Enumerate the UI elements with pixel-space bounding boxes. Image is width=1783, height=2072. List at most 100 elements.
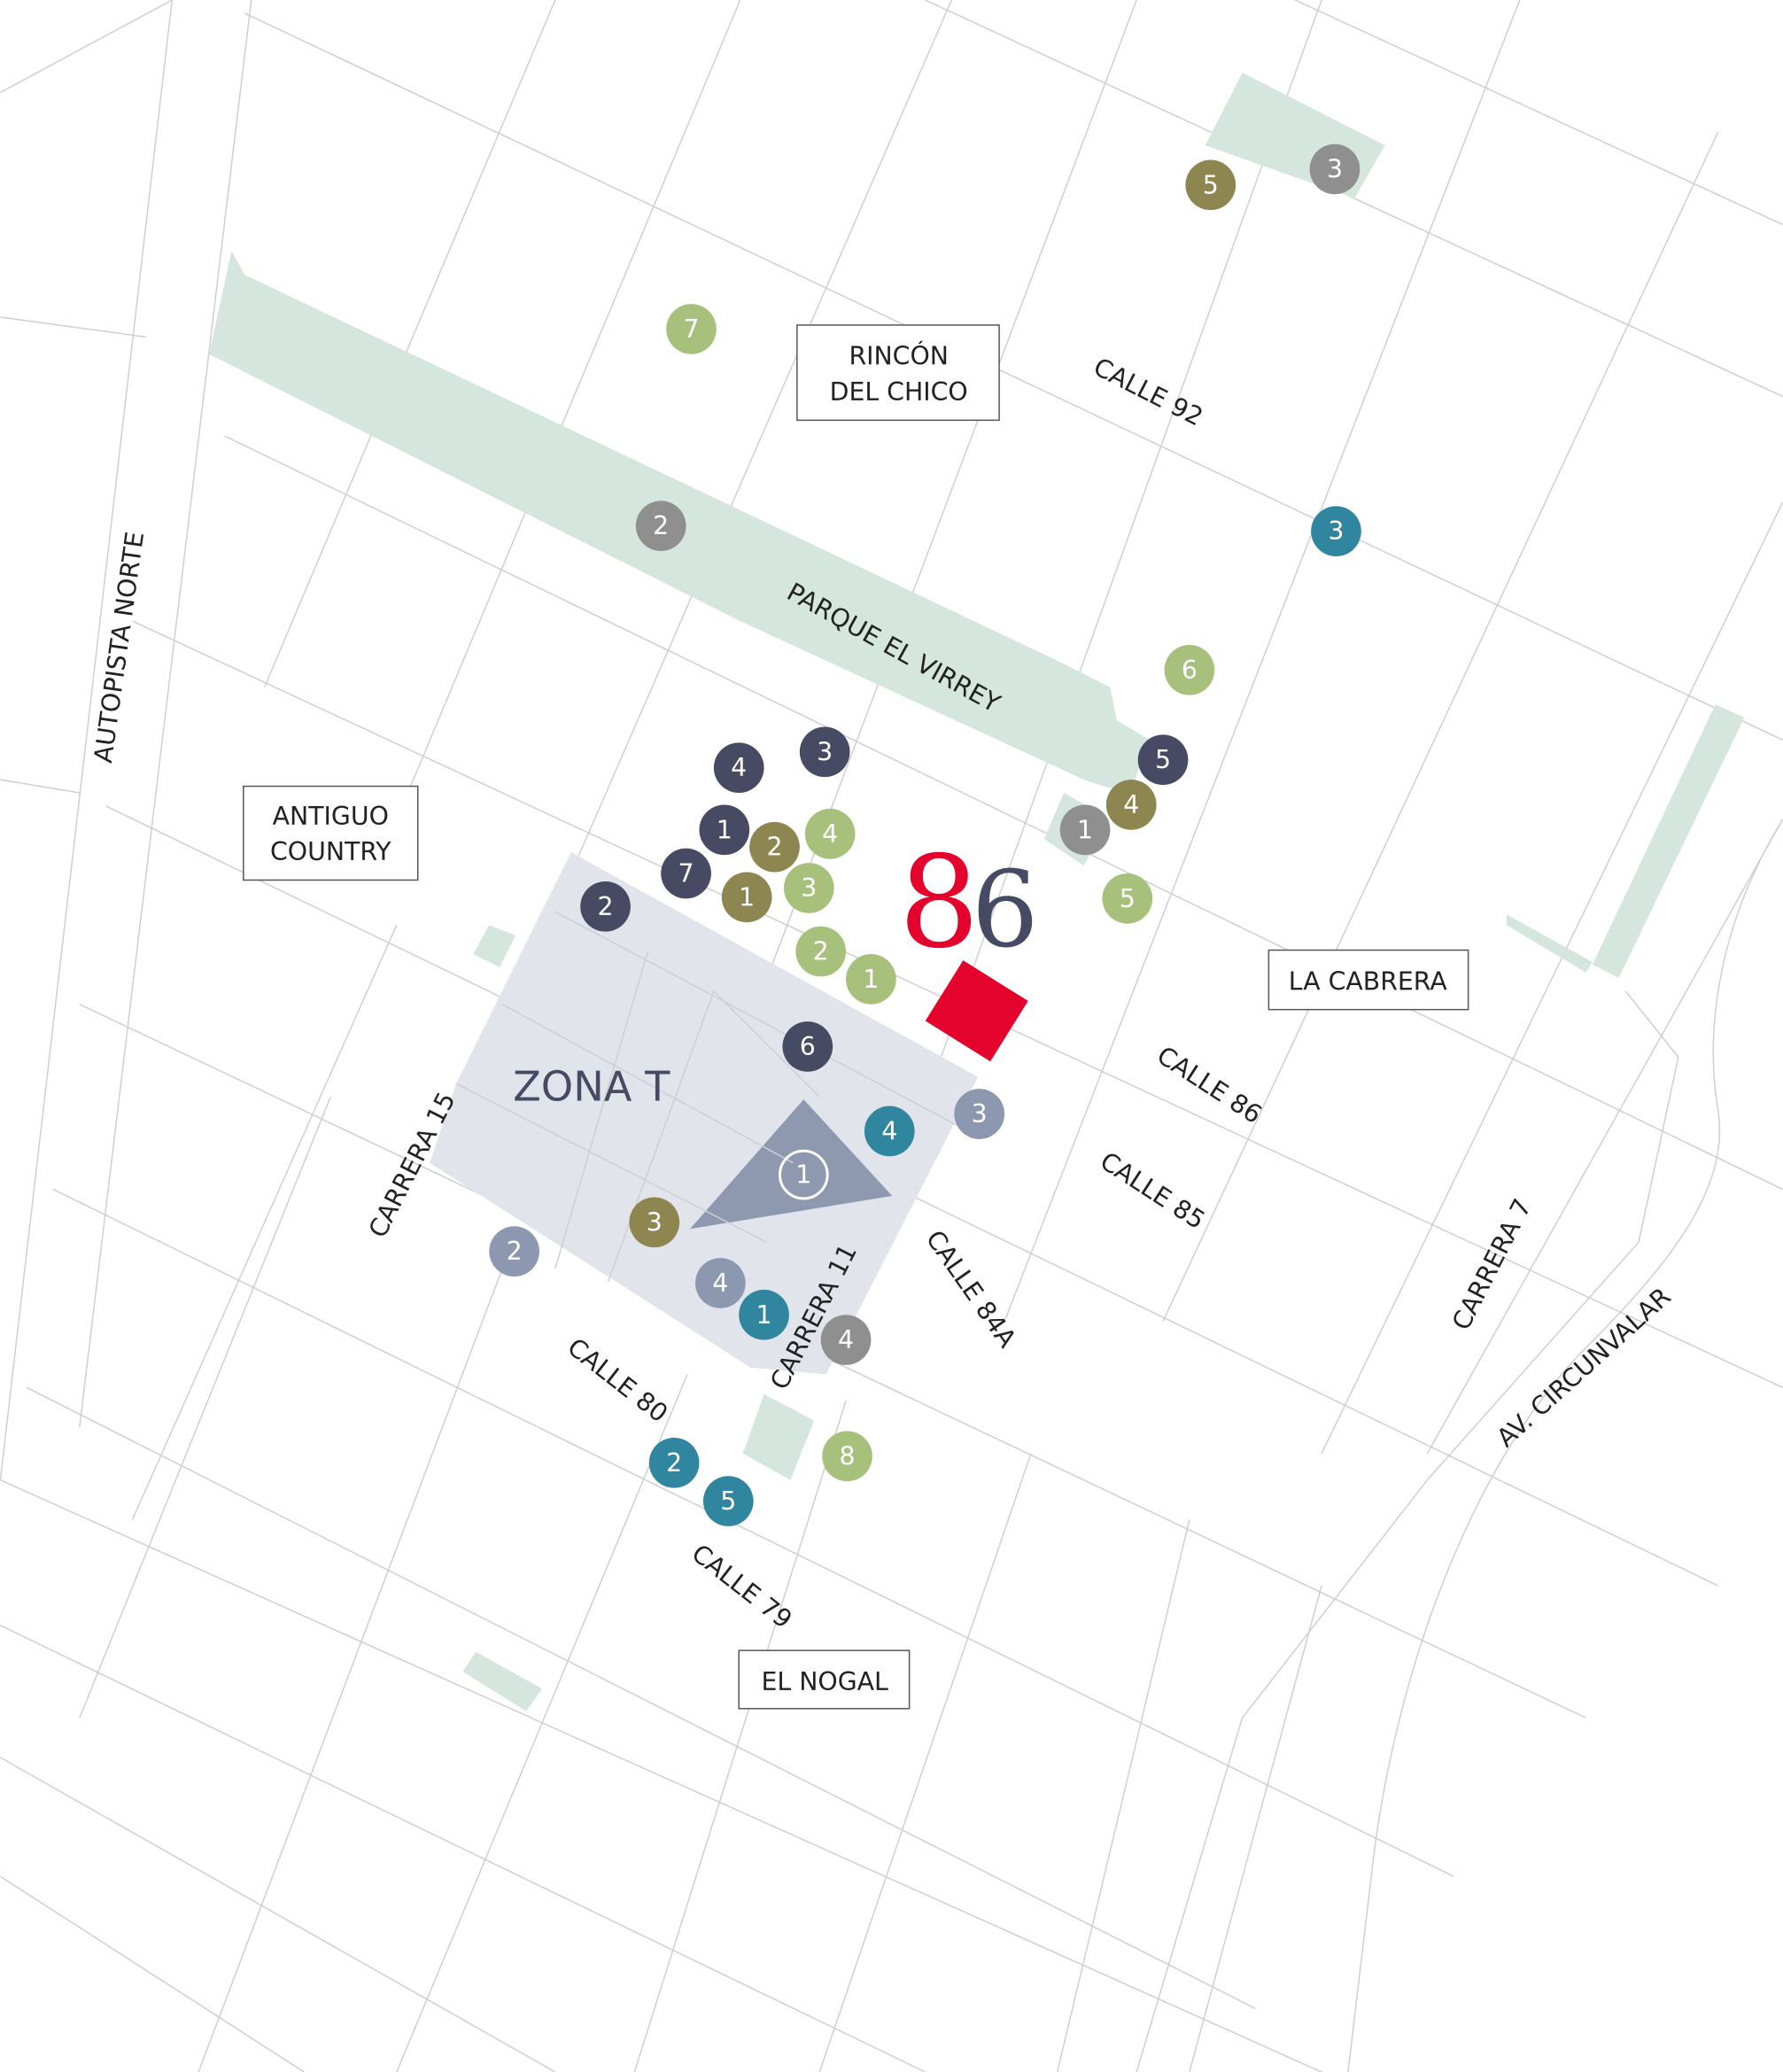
- marker-lightgreen-5[interactable]: 5: [1102, 873, 1153, 924]
- marker-number: 4: [731, 753, 747, 782]
- zona-t-core-marker[interactable]: 1: [778, 1149, 829, 1200]
- marker-dark-6[interactable]: 6: [782, 1021, 833, 1072]
- marker-number: 5: [1155, 745, 1171, 774]
- marker-number: 5: [1203, 170, 1219, 199]
- marker-lightgreen-6[interactable]: 6: [1164, 644, 1215, 695]
- marker-number: 2: [666, 1448, 682, 1478]
- zona-t-area: ZONA T 1: [430, 852, 979, 1375]
- marker-circle: [635, 501, 686, 552]
- marker-gray-3[interactable]: 3: [1309, 144, 1361, 195]
- marker-lightgreen-4[interactable]: 4: [804, 808, 856, 859]
- marker-dark-3[interactable]: 3: [799, 726, 850, 778]
- marker-teal-5[interactable]: 5: [702, 1476, 754, 1526]
- marker-circle: [820, 1315, 872, 1365]
- street-calle-79: CALLE 79: [686, 1539, 798, 1634]
- marker-gray-2[interactable]: 2: [635, 501, 686, 552]
- marker-teal-1[interactable]: 1: [739, 1289, 789, 1340]
- marker-bluegray-4[interactable]: 4: [694, 1258, 746, 1308]
- marker-dark-2[interactable]: 2: [580, 881, 631, 932]
- marker-gray-1[interactable]: 1: [1059, 804, 1111, 856]
- marker-number: 4: [1123, 790, 1139, 819]
- zona-t-label: ZONA T: [513, 1063, 671, 1111]
- marker-number: 7: [678, 859, 694, 889]
- neighborhood-labels: RINCÓN DEL CHICO ANTIGUO COUNTRY LA CABR…: [243, 324, 1469, 1710]
- marker-circle: [804, 808, 856, 859]
- marker-lightgreen-3[interactable]: 3: [783, 863, 834, 913]
- marker-number: 1: [739, 882, 755, 912]
- svg-text:1: 1: [795, 1160, 811, 1190]
- street-calle-85: CALLE 85: [1095, 1146, 1210, 1235]
- marker-lightgreen-2[interactable]: 2: [795, 926, 847, 977]
- marker-lightgreen-1[interactable]: 1: [846, 954, 896, 1005]
- marker-dark-5[interactable]: 5: [1137, 734, 1189, 786]
- marker-dark-1[interactable]: 1: [699, 804, 750, 856]
- marker-teal-2[interactable]: 2: [648, 1437, 700, 1488]
- logo-6: 6: [972, 849, 1039, 972]
- marker-circle: [864, 1106, 915, 1157]
- marker-number: 3: [1327, 154, 1343, 183]
- neighborhood-del-chico: DEL CHICO: [830, 377, 968, 407]
- marker-number: 3: [1328, 516, 1344, 546]
- street-autopista-norte: AUTOPISTA NORTE: [89, 530, 150, 764]
- marker-lightgreen-7[interactable]: 7: [666, 304, 717, 354]
- marker-number: 3: [817, 737, 833, 766]
- marker-circle: [1185, 159, 1236, 211]
- marker-lightgreen-8[interactable]: 8: [822, 1431, 872, 1482]
- marker-circle: [782, 1021, 833, 1072]
- marker-bluegray-2[interactable]: 2: [489, 1226, 539, 1277]
- marker-circle: [648, 1437, 700, 1488]
- marker-olive-1[interactable]: 1: [721, 872, 772, 923]
- marker-circle: [699, 804, 750, 856]
- marker-circle: [580, 881, 631, 932]
- neighborhood-antiguo: ANTIGUO: [273, 802, 389, 831]
- marker-number: 2: [653, 511, 669, 540]
- marker-bluegray-3[interactable]: 3: [954, 1089, 1005, 1139]
- marker-number: 6: [1182, 656, 1198, 685]
- street-calle-86: CALLE 86: [1151, 1041, 1267, 1129]
- marker-number: 5: [720, 1486, 736, 1516]
- marker-dark-4[interactable]: 4: [713, 742, 764, 794]
- marker-number: 3: [972, 1099, 988, 1129]
- marker-circle: [846, 954, 896, 1005]
- marker-circle: [749, 821, 800, 873]
- neighborhood-rincon: RINCÓN: [849, 341, 949, 371]
- marker-teal-4[interactable]: 4: [864, 1106, 915, 1157]
- street-av-circunvalar: AV. CIRCUNVALAR: [1491, 1282, 1676, 1453]
- street-calle-84a: CALLE 84A: [920, 1225, 1022, 1354]
- marker-circle: [1105, 780, 1157, 830]
- marker-gray-4[interactable]: 4: [820, 1315, 872, 1365]
- marker-number: 4: [838, 1325, 854, 1354]
- marker-circle: [1102, 873, 1153, 924]
- marker-circle: [666, 304, 717, 354]
- marker-number: 4: [822, 819, 838, 849]
- marker-olive-4[interactable]: 4: [1105, 780, 1157, 830]
- marker-number: 4: [881, 1116, 897, 1145]
- marker-circle: [694, 1258, 746, 1308]
- marker-number: 2: [813, 937, 829, 966]
- marker-circle: [713, 742, 764, 794]
- marker-olive-5[interactable]: 5: [1185, 159, 1236, 211]
- marker-circle: [799, 726, 850, 778]
- neighborhood-la-cabrera: LA CABRERA: [1289, 966, 1448, 996]
- marker-number: 1: [717, 815, 733, 844]
- marker-number: 7: [683, 314, 699, 344]
- marker-circle: [795, 926, 847, 977]
- marker-circle: [783, 863, 834, 913]
- marker-circle: [1164, 644, 1215, 695]
- marker-olive-2[interactable]: 2: [749, 821, 800, 873]
- marker-number: 2: [598, 892, 614, 921]
- marker-circle: [661, 848, 711, 899]
- marker-teal-3[interactable]: 3: [1311, 506, 1361, 557]
- location-building[interactable]: [925, 960, 1028, 1062]
- marker-circle: [1309, 144, 1361, 195]
- marker-number: 5: [1120, 884, 1136, 913]
- marker-number: 4: [712, 1269, 728, 1298]
- marker-circle: [629, 1197, 680, 1248]
- marker-number: 2: [766, 833, 782, 862]
- brand-logo: 8 6: [899, 828, 1039, 1062]
- marker-dark-7[interactable]: 7: [661, 848, 711, 899]
- marker-circle: [702, 1476, 754, 1526]
- marker-olive-3[interactable]: 3: [629, 1197, 680, 1248]
